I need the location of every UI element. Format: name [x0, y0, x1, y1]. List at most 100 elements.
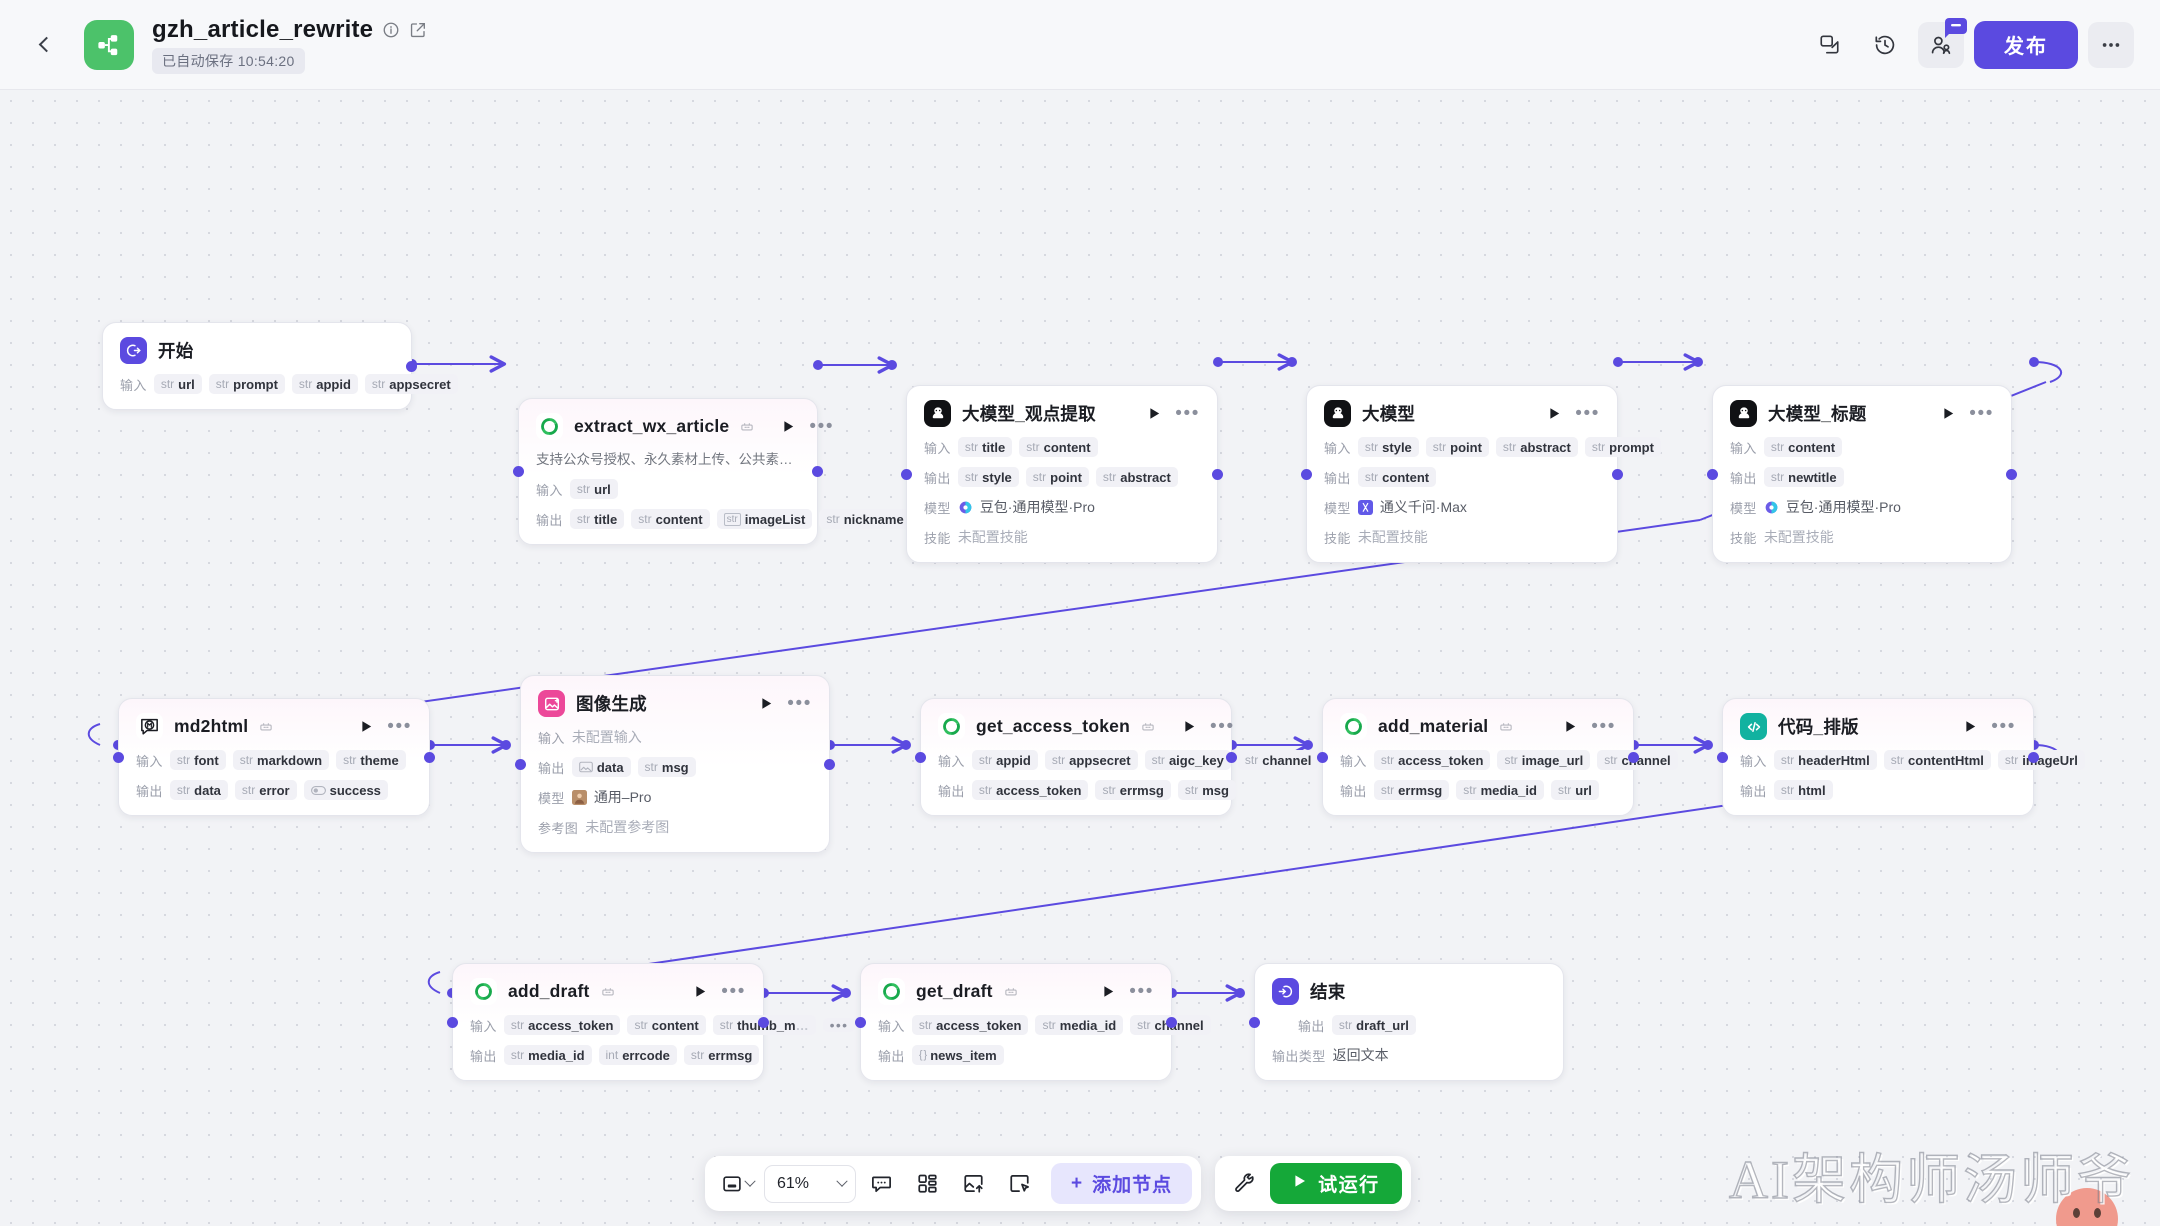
node-port-l[interactable] — [513, 466, 524, 478]
node-more-icon[interactable]: ••• — [387, 715, 412, 737]
node-more-icon[interactable]: ••• — [1175, 402, 1200, 424]
collaborators-icon[interactable] — [1918, 17, 1967, 68]
more-horizontal-icon[interactable] — [2088, 21, 2134, 68]
node-port-r[interactable] — [1226, 751, 1237, 763]
node-extract_wx_article[interactable]: extract_wx_article•••支持公众号授权、永久素材上传、公共素材… — [513, 398, 911, 546]
add-node-button[interactable]: + 添加节点 — [1051, 1163, 1193, 1204]
node-port-l[interactable] — [1249, 1016, 1260, 1028]
node-more-icon[interactable]: ••• — [1209, 715, 1235, 737]
node-port-r[interactable] — [1612, 468, 1623, 480]
node-more-icon[interactable]: ••• — [721, 980, 746, 1002]
node-port-r[interactable] — [1628, 751, 1639, 763]
node-port-r[interactable] — [2028, 751, 2039, 763]
node-more-icon[interactable]: ••• — [1591, 715, 1616, 737]
node-port-r[interactable] — [424, 751, 435, 763]
node-more-icon[interactable]: ••• — [1575, 402, 1600, 424]
edit-square-icon[interactable] — [409, 21, 427, 39]
comment-icon[interactable] — [860, 1164, 902, 1204]
image-upload-icon[interactable] — [952, 1164, 994, 1204]
frame-select-icon[interactable] — [714, 1164, 758, 1204]
node-port-r[interactable] — [758, 1016, 769, 1028]
io-chip-news_item[interactable]: { }news_item — [911, 1045, 1004, 1065]
node-port-l[interactable] — [1717, 751, 1728, 763]
duplicate-icon[interactable] — [1806, 22, 1852, 68]
row-overflow-button[interactable]: ••• — [822, 1018, 856, 1032]
node-port-l[interactable] — [1707, 468, 1718, 480]
node-port-r[interactable] — [812, 466, 823, 478]
node-port-r[interactable] — [1166, 1016, 1177, 1028]
node-run-icon[interactable] — [1182, 719, 1197, 734]
node-more-icon[interactable]: ••• — [1991, 715, 2016, 737]
io-chip-data[interactable]: data — [571, 757, 631, 777]
sticky-note-icon[interactable] — [998, 1164, 1040, 1204]
node-run-icon[interactable] — [1941, 406, 1956, 421]
wrench-icon[interactable] — [1224, 1164, 1266, 1204]
node-run-icon[interactable] — [359, 719, 374, 734]
node-port-r[interactable] — [824, 758, 835, 770]
zoom-level-select[interactable]: 61% — [764, 1164, 856, 1203]
node-port-l[interactable] — [855, 1016, 866, 1028]
node-port-r[interactable] — [2006, 468, 2017, 480]
publish-button[interactable]: 发布 — [1974, 20, 2078, 69]
node-port-l[interactable] — [113, 751, 124, 763]
node-run-icon[interactable] — [759, 696, 774, 711]
run-workflow-button[interactable]: 试运行 — [1270, 1163, 1402, 1204]
node-port-l[interactable] — [447, 1016, 458, 1028]
node-run-icon[interactable] — [1101, 984, 1116, 999]
node-run-icon[interactable] — [1963, 719, 1978, 734]
io-chip-success[interactable]: success — [303, 780, 388, 800]
node-port-l[interactable] — [901, 468, 912, 480]
node-port-l[interactable] — [915, 751, 926, 763]
